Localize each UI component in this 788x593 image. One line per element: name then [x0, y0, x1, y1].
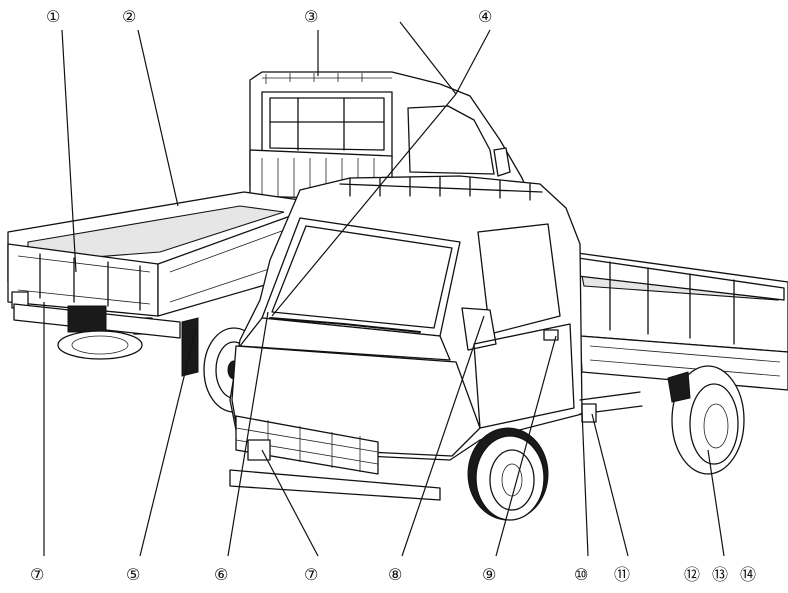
leader-lines: [43, 21, 725, 557]
callout-5: ⑤: [126, 565, 140, 584]
callout-2: ②: [122, 7, 136, 26]
callout-14: ⑭: [740, 565, 756, 584]
front-truck: [229, 175, 788, 521]
callout-12: ⑫: [684, 565, 700, 584]
callout-9: ⑨: [482, 565, 496, 584]
callout-11: ⑪: [614, 565, 630, 584]
callout-8: ⑧: [388, 565, 402, 584]
callout-6: ⑥: [214, 565, 228, 584]
callout-3: ③: [304, 7, 318, 26]
callout-10: ⑩: [574, 565, 588, 584]
callout-7-left: ⑦: [30, 565, 44, 584]
callout-13: ⑬: [712, 565, 728, 584]
callout-4: ④: [478, 7, 492, 26]
callout-labels: ① ② ③ ④ ⑤ ⑥ ⑦ ⑦ ⑧ ⑨ ⑩ ⑪ ⑫ ⑬ ⑭: [30, 7, 756, 584]
callout-1: ①: [46, 7, 60, 26]
callout-7-right: ⑦: [304, 565, 318, 584]
